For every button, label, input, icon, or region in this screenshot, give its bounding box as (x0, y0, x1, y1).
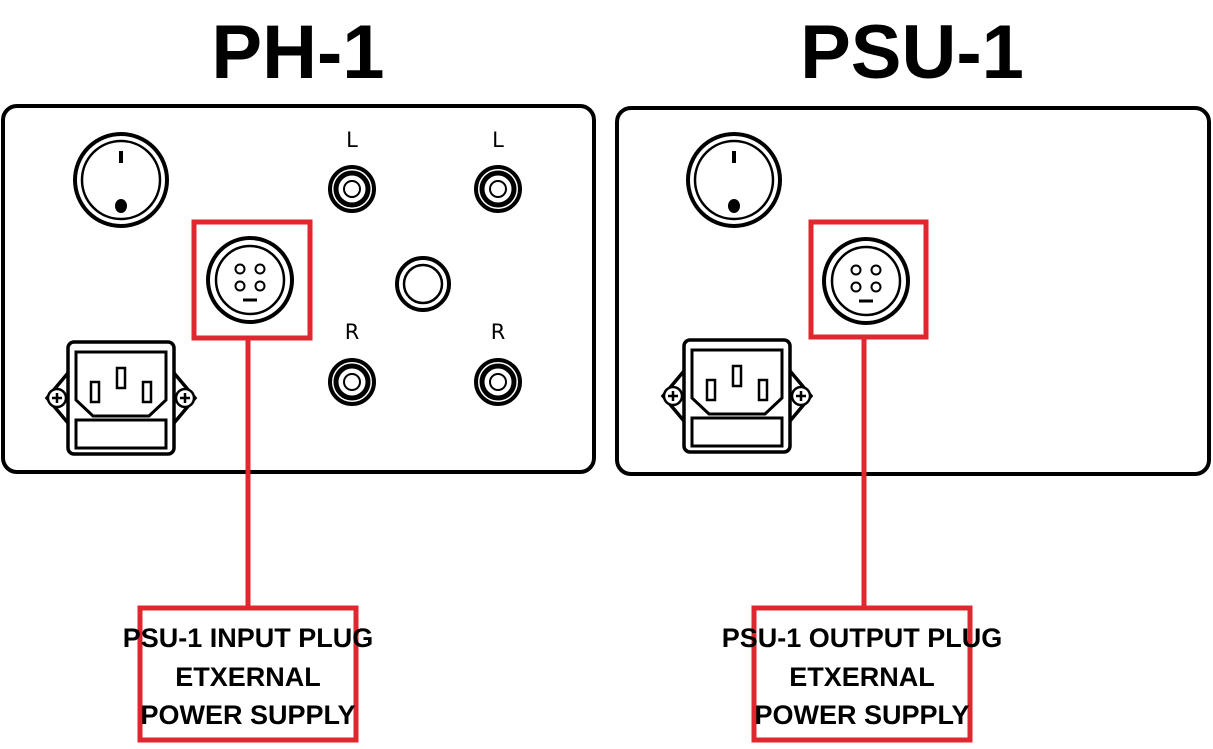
iec-power-inlet-icon (661, 338, 813, 454)
jack-label-right-channel: R (345, 320, 360, 344)
psu1-callout-line1: PSU-1 OUTPUT PLUG (722, 623, 1003, 653)
ground-terminal-icon (395, 256, 451, 312)
ph1-callout-line3: POWER SUPPLY (140, 700, 355, 730)
ph1-callout-line2: ETXERNAL (175, 662, 321, 692)
ph1-input-highlight (191, 219, 313, 341)
iec-power-inlet-icon (45, 340, 197, 456)
jack-label-left-channel: L (346, 128, 358, 152)
ph1-callout-box (137, 605, 359, 743)
jack-label-right-channel: R (491, 320, 506, 344)
rca-jack-icon (330, 360, 374, 404)
din-connector-icon (206, 236, 294, 324)
ph1-title: PH-1 (211, 10, 384, 95)
power-switch-icon (73, 132, 169, 228)
psu1-output-highlight (808, 219, 929, 340)
power-switch-icon (686, 132, 782, 228)
jack-label-left-channel: L (492, 128, 504, 152)
psu1-callout-line2: ETXERNAL (789, 662, 935, 692)
din-connector-icon (822, 237, 910, 325)
ph1-callout-line1: PSU-1 INPUT PLUG (123, 623, 374, 653)
rca-jack-icon (330, 167, 374, 211)
rca-jack-icon (476, 167, 520, 211)
psu1-title: PSU-1 (800, 10, 1024, 95)
rca-jack-icon (476, 360, 520, 404)
psu1-callout-box (751, 605, 973, 743)
psu1-callout-line3: POWER SUPPLY (754, 700, 969, 730)
